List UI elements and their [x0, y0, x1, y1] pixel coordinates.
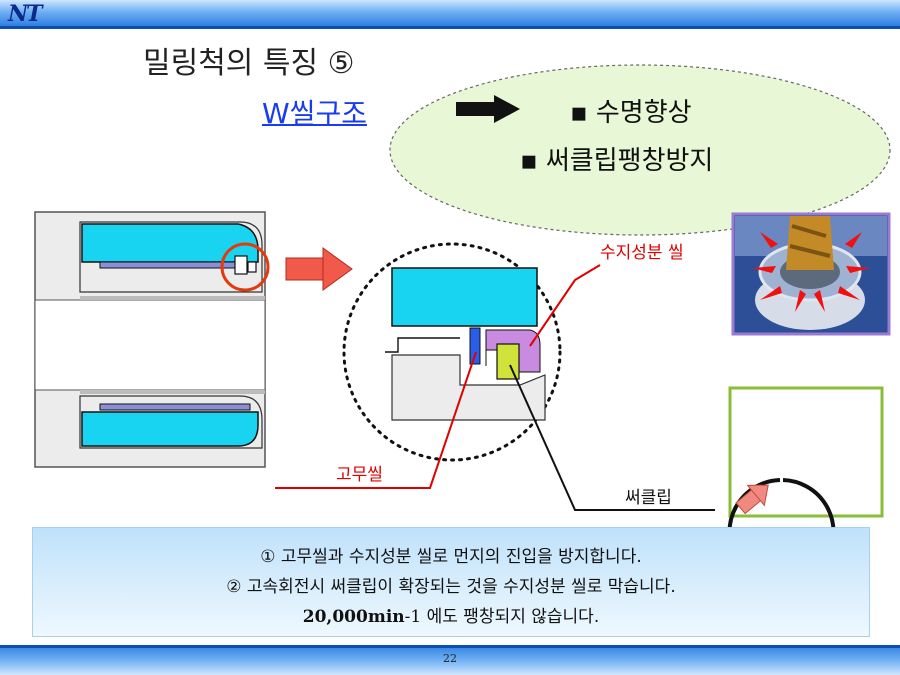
label-circlip: 써클립 [625, 488, 672, 508]
footer-rule [0, 645, 900, 648]
notes-box: ① 고무씰과 수지성분 씰로 먼지의 진입을 방지합니다. ② 고속회전시 써클… [32, 527, 870, 637]
company-logo: NT [8, 1, 43, 27]
highlight-circle [220, 242, 270, 292]
circlip-photo [727, 386, 884, 586]
label-resin-seal: 수지성분 씰 [600, 243, 684, 263]
subtitle-link[interactable]: W씰구조 [262, 97, 367, 130]
circlip-leader [509, 364, 715, 511]
speed-value: 20,000min [302, 607, 405, 627]
note-line-3-rest: 에도 팽창되지 않습니다. [421, 607, 600, 627]
feature-item-circlip-expansion: ▪ 써클립팽창방지 [520, 146, 714, 176]
page-number: 22 [443, 652, 457, 665]
speed-exponent: -1 [404, 607, 422, 627]
seal-photo [731, 212, 891, 336]
red-pointer-arrow [285, 247, 353, 291]
header-band [0, 0, 900, 26]
resin-seal-leader [529, 264, 601, 347]
page-title: 밀링척의 특징 ⑤ [143, 46, 355, 81]
label-rubber-seal: 고무씰 [336, 465, 383, 485]
rubber-seal-leader [275, 351, 477, 489]
note-line-2: ② 고속회전시 써클립이 확장되는 것을 수지성분 씰로 막습니다. [226, 577, 676, 597]
note-line-1: ① 고무씰과 수지성분 씰로 먼지의 진입을 방지합니다. [260, 547, 642, 567]
footer-band [0, 645, 900, 675]
header-rule [0, 26, 900, 29]
feature-item-lifespan: ▪ 수명향상 [570, 98, 692, 128]
magnified-detail [342, 242, 562, 462]
black-arrow [456, 95, 520, 123]
note-line-3: 20,000min-1 에도 팽창되지 않습니다. [33, 602, 869, 627]
